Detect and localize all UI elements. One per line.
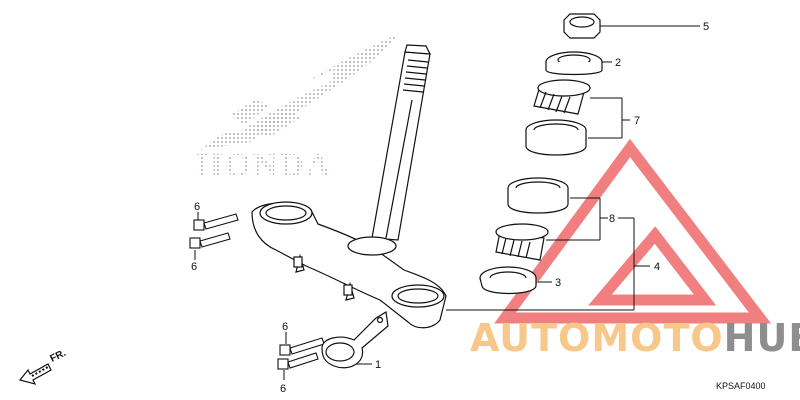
upper-bearing: [533, 79, 591, 115]
callout-1: 1: [375, 359, 381, 371]
bolt-upper-left-1: [193, 213, 239, 231]
cable-clamp: [321, 311, 389, 369]
callout-3: 3: [555, 277, 561, 289]
callout-6-mid: 6: [191, 261, 197, 273]
stem-nut: [563, 13, 601, 39]
callout-6-lower-top: 6: [282, 321, 288, 333]
bolt-upper-left-2: [189, 232, 231, 249]
lower-race: [507, 177, 569, 214]
honda-wing-logo: [200, 34, 398, 150]
callout-5: 5: [703, 21, 709, 33]
bolt-lower-2: [277, 352, 319, 370]
dust-seal-upper: [545, 51, 603, 76]
callout-4: 4: [654, 261, 660, 273]
upper-race: [525, 119, 587, 156]
callout-8: 8: [609, 213, 615, 225]
callout-7: 7: [634, 115, 640, 127]
leader-lines: [194, 25, 700, 380]
dust-seal-lower: [479, 266, 537, 295]
watermark-triangle: [494, 138, 772, 324]
watermark-text: AUTOMOTOHUB: [470, 318, 800, 358]
callout-6-upper: 6: [194, 201, 200, 213]
steering-stem: [371, 44, 432, 241]
watermark-text-part1: AUTOMOTO: [470, 316, 724, 360]
watermark-text-part2: HUB: [723, 316, 800, 360]
front-direction-arrow: FR.: [18, 348, 68, 385]
front-arrow-label: FR.: [48, 348, 67, 365]
callout-2: 2: [615, 57, 621, 69]
honda-wordmark-text: HONDA: [196, 147, 333, 184]
triple-clamp: [251, 201, 447, 329]
bolt-lower-1: [279, 337, 325, 356]
part-code: KPSAF0400: [716, 381, 766, 391]
callout-6-lower-bottom: 6: [280, 383, 286, 395]
lower-bearing: [495, 223, 549, 261]
honda-wordmark: HONDA: [196, 147, 333, 184]
